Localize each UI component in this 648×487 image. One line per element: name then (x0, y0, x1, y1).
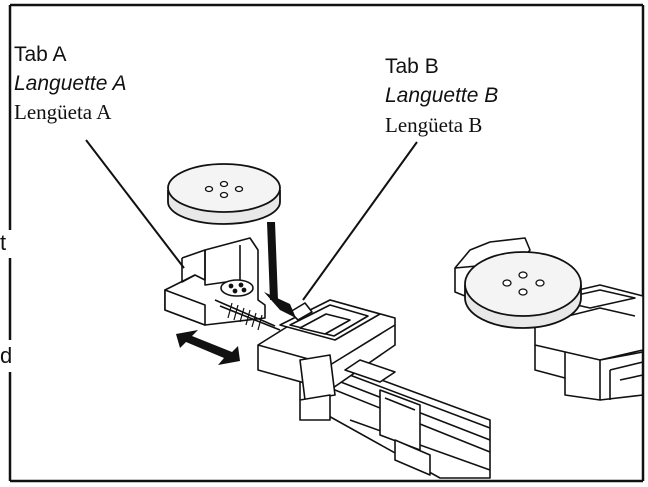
button-disc-right-icon (464, 251, 582, 329)
diagram-frame (8, 3, 645, 483)
insert-arrow-icon (264, 222, 296, 318)
tab-b-label-es: Lengüeta B (385, 113, 483, 137)
edge-text-bottom: d (0, 345, 13, 367)
tab-b-label-en: Tab B (385, 55, 439, 78)
leader-line-icon (85, 139, 418, 301)
button-disc-icon (167, 163, 281, 225)
left-mechanism (164, 237, 491, 479)
slide-direction-arrow-icon (176, 330, 240, 365)
tab-a-label-es: Lengüeta A (14, 100, 112, 124)
tab-a-label-en: Tab A (14, 43, 67, 66)
tab-b-label-fr: Languette B (385, 84, 499, 107)
tab-a-label-fr: Languette A (14, 72, 127, 95)
edge-text-top: t (0, 232, 7, 254)
